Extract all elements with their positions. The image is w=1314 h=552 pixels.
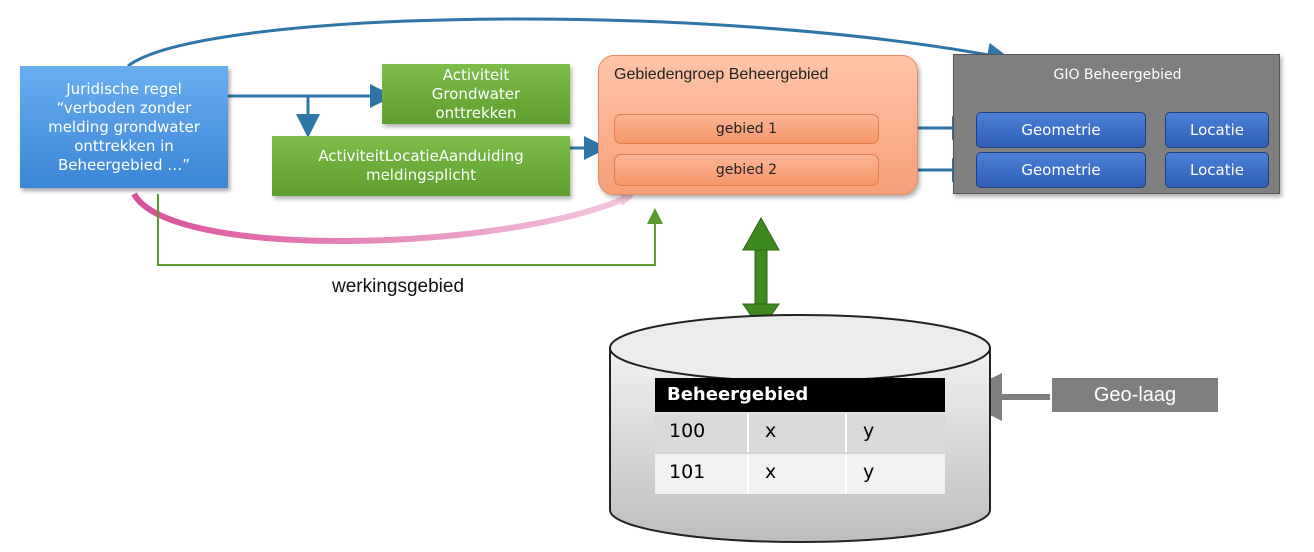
juridische-regel-box: Juridische regel “verboden zonder meldin…: [20, 66, 228, 188]
geometrie-1: Geometrie: [976, 112, 1146, 148]
gio-box: GIO Beheergebied Geometrie Locatie Geome…: [953, 54, 1280, 194]
arc-pink-regel-to-groep: [131, 192, 628, 244]
table-header: Beheergebied: [655, 378, 945, 412]
gebied-1: gebied 1: [614, 114, 879, 144]
werkingsgebied-label: werkingsgebied: [332, 276, 465, 297]
arc-regel-to-gio: [127, 17, 1011, 68]
table-row: 101 x y: [655, 454, 945, 494]
geometrie-2: Geometrie: [976, 152, 1146, 188]
activiteit-text: Activiteit Grondwater onttrekken: [431, 65, 521, 122]
table-cell: 100: [655, 414, 749, 452]
table-cell: 101: [655, 454, 749, 494]
werkingsgebied-connector: [157, 194, 663, 266]
table-cell: y: [863, 420, 875, 442]
geo-laag-text: Geo-laag: [1093, 383, 1177, 406]
gebiedengroep-title: Gebiedengroep Beheergebied: [614, 66, 829, 83]
double-arrow-groep-database: [742, 216, 780, 331]
table-cell: x: [751, 454, 847, 494]
table-cell: x: [751, 414, 847, 452]
activiteit-box: Activiteit Grondwater onttrekken: [382, 64, 570, 124]
locatie-2: Locatie: [1165, 152, 1269, 188]
gebied-2-label: gebied 2: [715, 162, 778, 178]
juridische-regel-text: Juridische regel “verboden zonder meldin…: [48, 79, 200, 174]
gebied-1-label: gebied 1: [715, 121, 778, 137]
gebied-2: gebied 2: [614, 154, 879, 186]
table-cell: y: [863, 461, 875, 483]
locatie-1: Locatie: [1165, 112, 1269, 148]
geo-laag-box: Geo-laag: [1052, 378, 1218, 412]
table-row: 100 x y: [655, 414, 945, 452]
gebiedengroep-box: Gebiedengroep Beheergebied gebied 1 gebi…: [598, 55, 918, 195]
activiteit-locatie-aanduiding-text: ActiviteitLocatieAanduiding meldingsplic…: [318, 147, 524, 184]
gio-title: GIO Beheergebied: [1053, 67, 1182, 83]
activiteit-locatie-aanduiding-box: ActiviteitLocatieAanduiding meldingsplic…: [272, 136, 570, 196]
